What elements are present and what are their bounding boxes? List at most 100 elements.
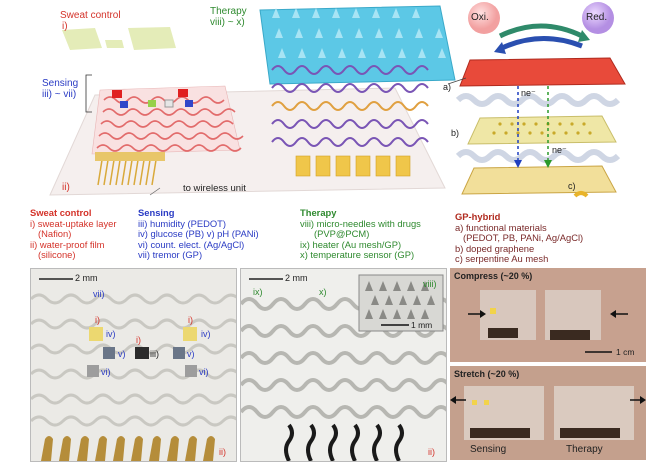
legend-gp-line: c) serpentine Au mesh — [455, 253, 549, 265]
legend-sensing: Sensing iii) humidity (PEDOT) iv) glucos… — [138, 207, 259, 261]
sensing-leads — [97, 159, 157, 186]
label-oxi: Oxi. — [471, 12, 489, 23]
legend-sensing-line: vi) count. elect. (Ag/AgCl) — [138, 238, 245, 250]
photo-counter-right — [185, 365, 197, 377]
serpentine-bottom — [455, 149, 621, 163]
label-c: c) — [568, 181, 576, 191]
sensing-photo-art — [31, 278, 236, 461]
label-red: Red. — [586, 12, 608, 23]
heater-mesh — [271, 65, 429, 147]
reduction-bubble — [582, 2, 614, 34]
photo-leads — [41, 436, 215, 461]
legend-sweat-title: Sweat control — [30, 207, 92, 218]
label-1cm: 1 cm — [616, 347, 635, 357]
layer-b-graphene — [467, 115, 617, 145]
sensor-humidity — [112, 90, 122, 98]
legend-gp-line: b) doped graphene — [455, 242, 535, 254]
label-stretch: Stretch (~20 %) — [454, 369, 520, 379]
legend-therapy-line: ix) heater (Au mesh/GP) — [300, 238, 402, 250]
label-ne-left: ne⁻ — [521, 88, 536, 98]
serpentine-au — [573, 191, 589, 198]
label-sweat-control-num: i) — [62, 21, 68, 32]
redox-arrow-bottom — [500, 36, 583, 51]
label-sensing-photo: Sensing — [470, 444, 507, 455]
label-sensing: Sensing — [42, 78, 79, 89]
microneedle-patch — [259, 5, 456, 85]
sensor-red-right — [178, 89, 188, 97]
compress-photo-art — [450, 268, 646, 362]
photo1-ii: ii) — [219, 447, 226, 457]
legend-gp-title: GP-hybrid — [455, 211, 501, 222]
photo-sensor-ph-left — [103, 347, 115, 359]
legend-therapy-title: Therapy — [300, 207, 337, 218]
layer-a-functional — [459, 57, 626, 87]
label-therapy: Therapy — [210, 6, 247, 17]
photo1-vii: vii) — [93, 289, 105, 299]
legend-sensing-title: Sensing — [138, 207, 175, 218]
label-sweat-control: Sweat control — [60, 10, 121, 21]
legend-sweat-line: ii) water-proof film — [30, 238, 105, 250]
legend-therapy-line: x) temperature sensor (GP) — [300, 249, 415, 261]
sensor-counter — [164, 99, 174, 108]
photo-therapy-patch: 2 mm ix) x) viii) 1 mm ii) — [240, 268, 447, 462]
legend-sensing-line: iv) glucose (PB) v) pH (PANi) — [138, 228, 259, 240]
therapy-pads — [295, 155, 411, 177]
legend-sensing-line: vii) tremor (GP) — [138, 249, 203, 261]
photo1-iv-right: iv) — [201, 329, 211, 339]
photo2-scale: 2 mm — [285, 273, 308, 283]
layer-c-au-mesh — [461, 165, 617, 195]
photo1-v-left: v) — [118, 349, 126, 359]
label-b: b) — [451, 128, 460, 138]
legend-therapy-line: (PVP@PCM) — [314, 228, 370, 240]
therapy-black-leads — [284, 423, 404, 461]
stretch-photo-art — [450, 366, 646, 460]
photo1-scale: 2 mm — [75, 273, 98, 283]
sweat-uptake-piece-left — [62, 28, 102, 50]
legend-sweat-line: i) sweat-uptake layer — [30, 217, 117, 229]
photo-sensor-humidity — [135, 347, 149, 359]
sensor-ph — [148, 100, 156, 107]
label-therapy-num: viii) ~ x) — [210, 17, 245, 28]
photo2-ii: ii) — [428, 447, 435, 457]
serpentine-top — [455, 93, 621, 107]
photo-counter-left — [87, 365, 99, 377]
legend-sensing-line: iii) humidity (PEDOT) — [138, 217, 227, 229]
photo-sensor-glucose-right — [183, 327, 197, 341]
label-to-wireless: to wireless unit — [183, 183, 246, 194]
label-ne-right: ne⁻ — [552, 145, 567, 155]
legend-gp-line: a) functional materials — [455, 221, 547, 233]
label-a: a) — [443, 82, 452, 92]
photo2-ix: ix) — [253, 287, 263, 297]
sweat-uptake-piece-mid — [105, 40, 124, 48]
legend-gp: GP-hybrid a) functional materials (PEDOT… — [455, 211, 583, 265]
photo2-viii: viii) — [423, 279, 437, 289]
legend-therapy: Therapy viii) micro-needles with drugs (… — [300, 207, 421, 261]
photo1-vi-right: vi) — [199, 367, 209, 377]
photo-sensing-patch: 2 mm vii) i) i) i) iv) iv) v) v) iii) vi… — [30, 268, 237, 462]
photo1-iv-left: iv) — [106, 329, 116, 339]
photo1-vi-left: vi) — [101, 367, 111, 377]
sensing-pad-row — [95, 152, 165, 161]
legend-therapy-line: viii) micro-needles with drugs — [300, 217, 421, 229]
therapy-photo-art — [241, 274, 446, 461]
microneedle-inset — [358, 274, 444, 332]
photo1-v-right: v) — [187, 349, 195, 359]
legend-sweat-line: (silicone) — [38, 249, 76, 261]
legend-sweat-line: (Nafion) — [38, 228, 72, 240]
photo-sensor-glucose-left — [89, 327, 103, 341]
label-sensing-num: iii) ~ vii) — [42, 89, 77, 100]
label-ii-top: ii) — [62, 182, 70, 193]
label-therapy-photo: Therapy — [566, 444, 603, 455]
device-schematic — [49, 5, 456, 196]
photo-stretch: Stretch (~20 %) Sensing Therapy — [450, 366, 646, 460]
sensor-blue-right — [185, 100, 193, 107]
redox-arrow-top — [498, 23, 584, 39]
gp-hybrid-diagram — [447, 2, 626, 198]
photo-sensor-ph-right — [173, 347, 185, 359]
photo1-i-center: i) — [136, 335, 141, 345]
photo2-inset-scale: 1 mm — [411, 320, 433, 330]
photo-compress: Compress (~20 %) 1 cm — [450, 268, 646, 362]
oxidation-bubble — [468, 2, 500, 34]
label-compress: Compress (~20 %) — [454, 271, 533, 281]
